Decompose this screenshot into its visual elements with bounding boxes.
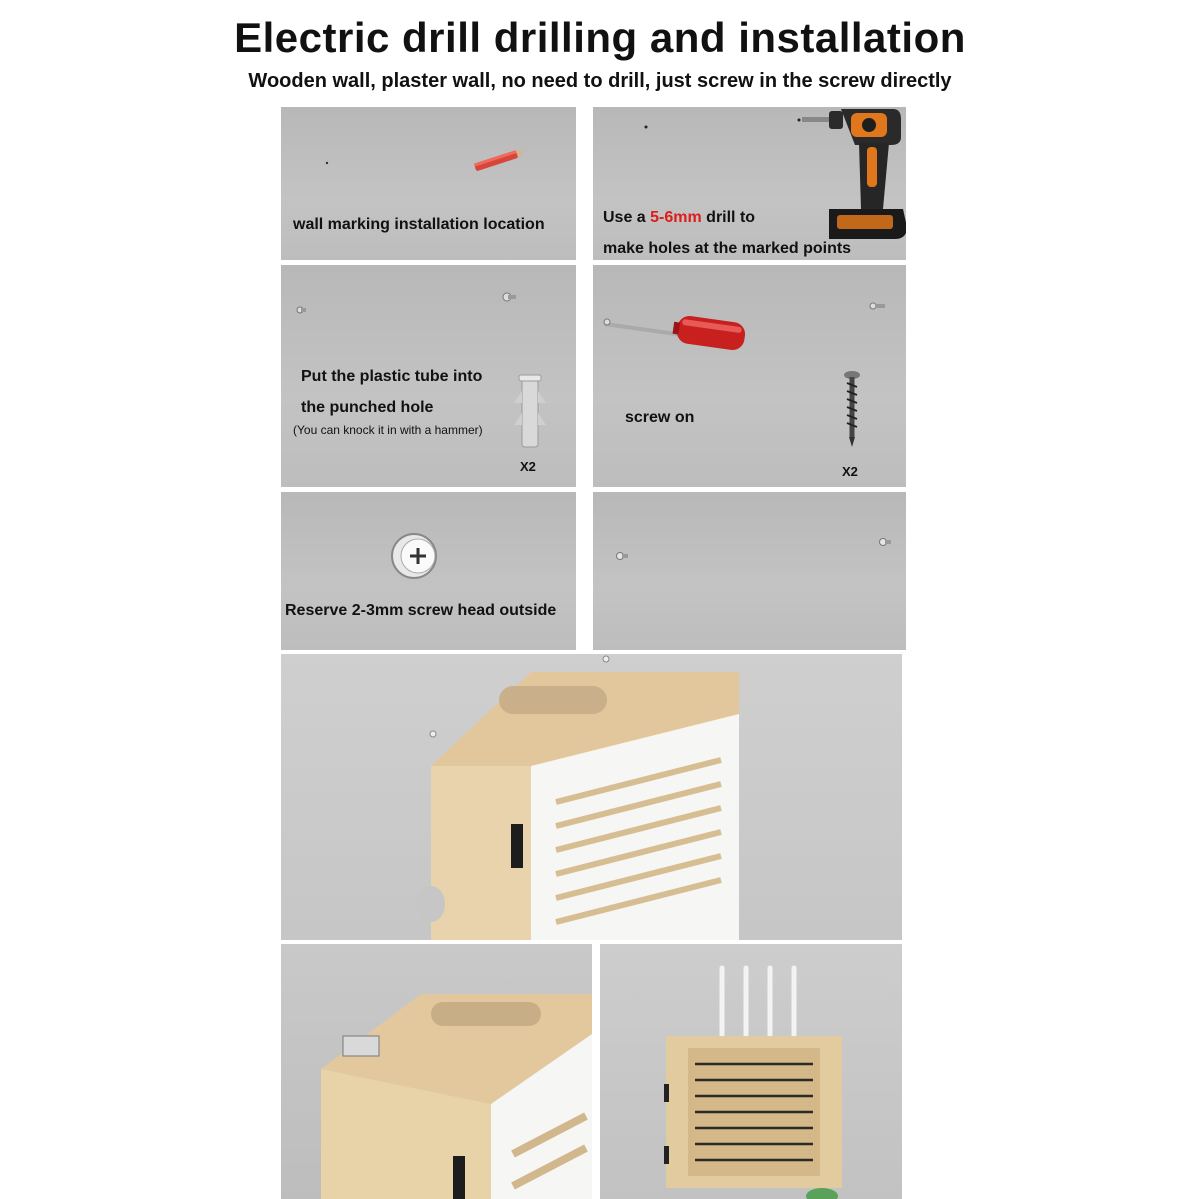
box-mounted-panel [281, 654, 902, 940]
step-drill-line2: make holes at the marked points [603, 240, 852, 257]
finished-box-illustration [664, 965, 842, 1199]
step-tube-line1: Put the plastic tube into [301, 368, 483, 385]
wall-screws-icon [616, 538, 891, 560]
box-closeup-illustration [321, 994, 592, 1199]
step-screw-text: screw on [625, 409, 695, 426]
screw-quantity: X2 [842, 464, 858, 479]
step-drill-line1-post: drill to [701, 209, 756, 226]
step-drill-line1: Use a 5-6mm drill to [603, 209, 755, 227]
step-tube-panel: Put the plastic tube into the punched ho… [281, 265, 576, 487]
tube-quantity: X2 [520, 459, 536, 474]
step-screw-panel: screw on X2 [593, 265, 906, 487]
step-mark-panel: wall marking installation location [281, 107, 576, 260]
step-tube-note: (You can knock it in with a hammer) [293, 423, 483, 437]
screw-icon [844, 371, 860, 447]
page-title: Electric drill drilling and installation [234, 14, 966, 61]
step-tube-line2: the punched hole [301, 399, 434, 416]
screwdriver-icon [603, 302, 885, 447]
step-reserve-text: Reserve 2-3mm screw head outside [285, 602, 557, 619]
step-mark-text: wall marking installation location [293, 216, 545, 233]
drill-size-highlight: 5-6mm [650, 209, 702, 226]
box-finished-panel [600, 944, 902, 1199]
step-reserve-panel: Reserve 2-3mm screw head outside [281, 492, 576, 650]
page-subtitle: Wooden wall, plaster wall, no need to dr… [248, 70, 952, 92]
wall-anchor-icon [296, 292, 546, 448]
box-closeup-panel [281, 944, 592, 1199]
screw-head-icon [391, 533, 437, 579]
router-box-illustration [417, 655, 739, 940]
electric-drill-icon [644, 109, 906, 239]
step-screws-panel [593, 492, 906, 650]
pencil-icon [325, 150, 524, 171]
step-drill-line1-pre: Use a [603, 209, 651, 226]
step-drill-panel: Use a 5-6mm drill to make holes at the m… [593, 107, 906, 260]
